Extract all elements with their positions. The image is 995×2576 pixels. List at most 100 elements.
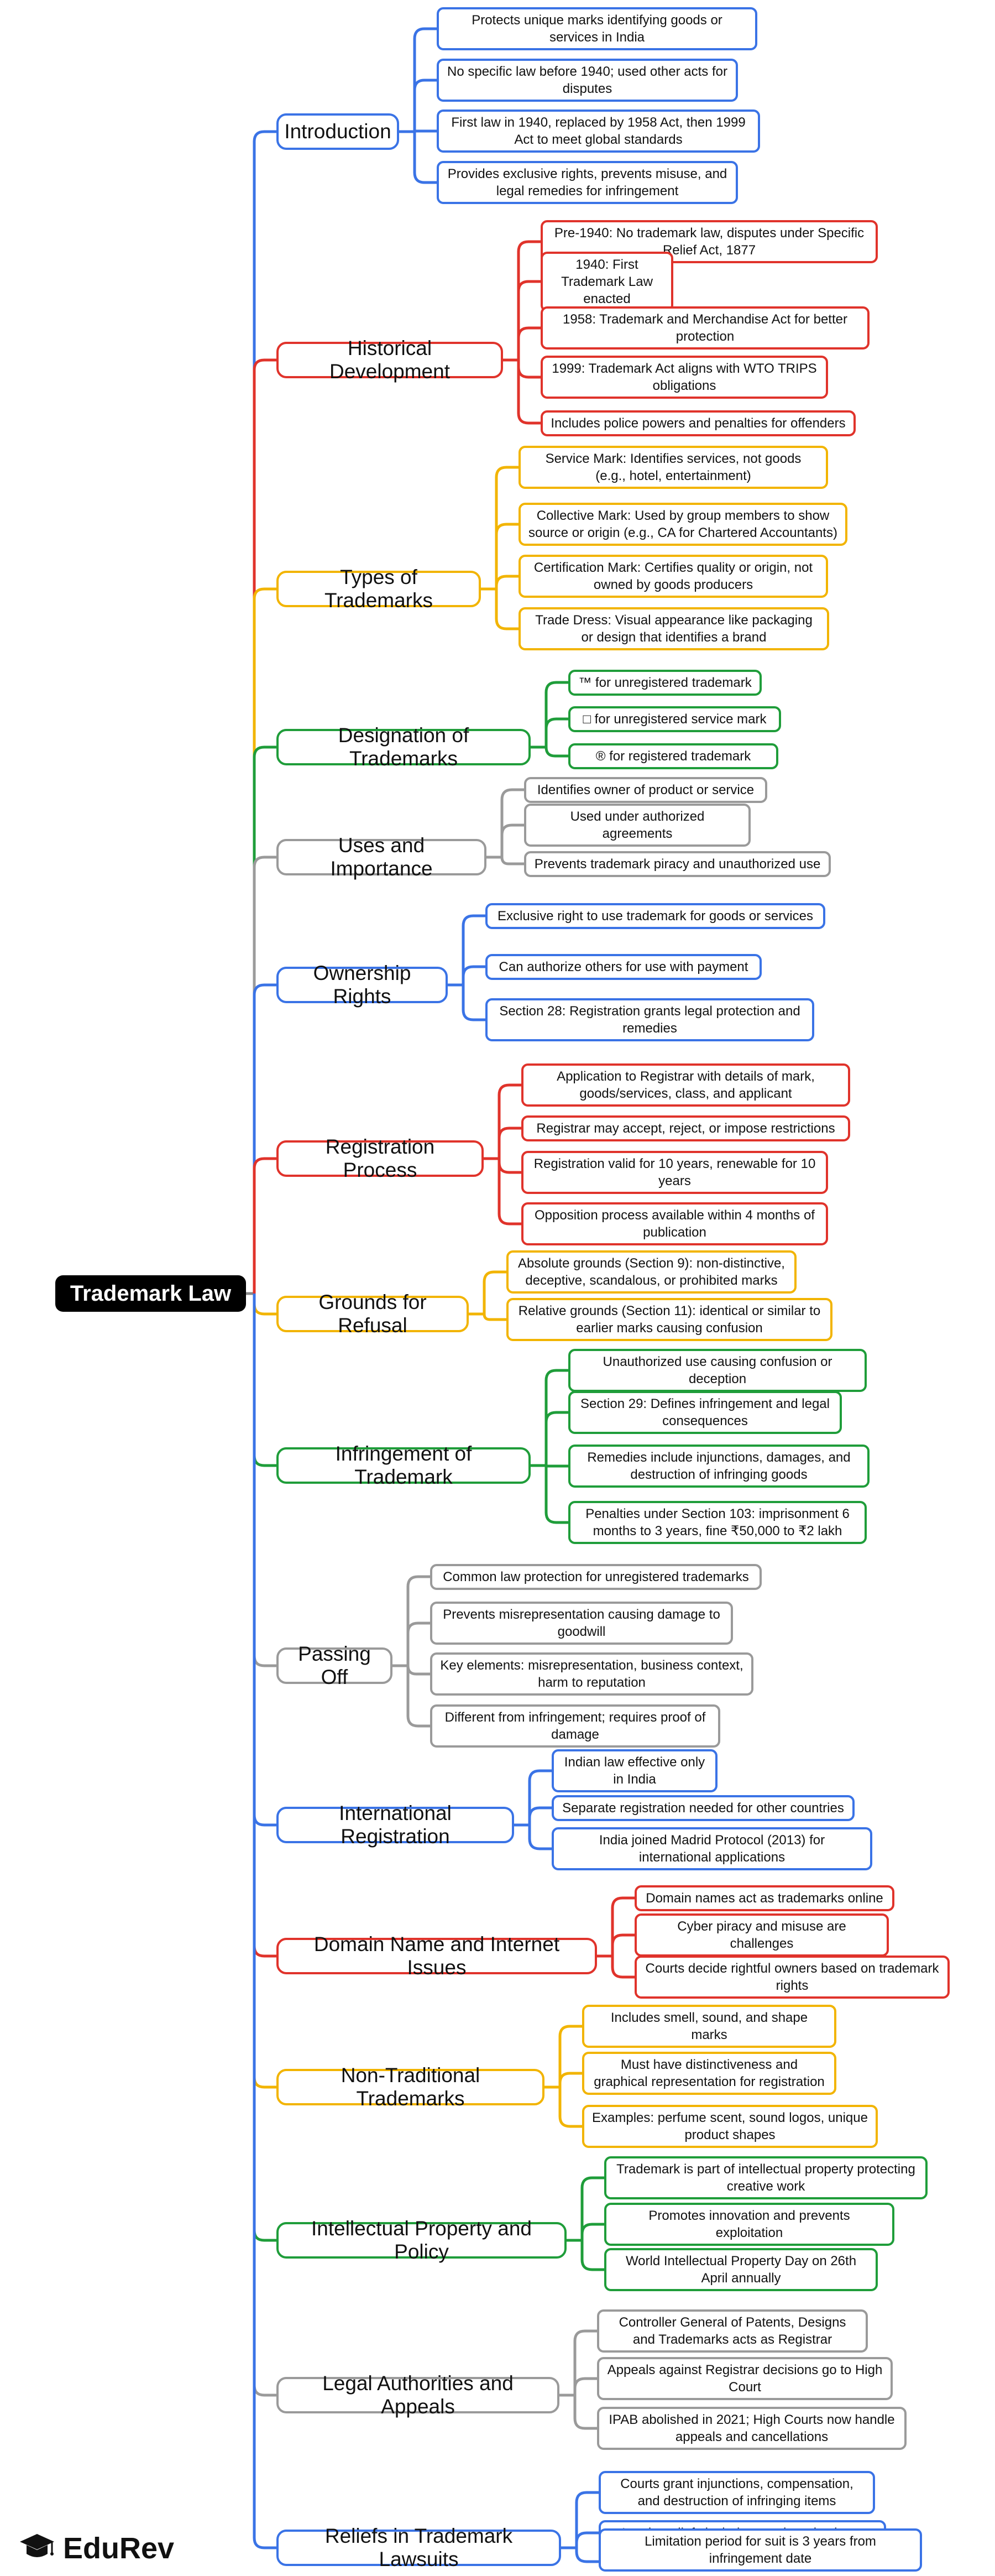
leaf-node: Domain names act as trademarks online: [635, 1885, 894, 1911]
leaf-connector-3-2: [495, 523, 519, 589]
leaf-connector-2-4: [517, 360, 541, 379]
leaf-connector-10-3: [406, 1665, 430, 1676]
leaf-connector-1-2: [413, 79, 437, 132]
branch-designation-of-trademarks: Designation of Trademarks: [276, 724, 531, 770]
leaf-node: India joined Madrid Protocol (2013) for …: [552, 1827, 872, 1870]
leaf-node: Includes police powers and penalties for…: [541, 410, 856, 436]
leaf-connector-4-2: [544, 717, 568, 747]
leaf-node: Examples: perfume scent, sound logos, un…: [582, 2105, 878, 2148]
leaf-connector-13-1: [558, 2025, 582, 2087]
trunk-connector-4: [253, 745, 276, 1294]
leaf-connector-12-2: [611, 1933, 635, 1956]
trunk-connector-9: [253, 1294, 276, 1467]
leaf-node: Remedies include injunctions, damages, a…: [568, 1445, 870, 1488]
trunk-connector-6: [253, 983, 276, 1294]
leaf-connector-12-3: [611, 1956, 635, 1979]
leaf-connector-10-4: [406, 1666, 430, 1728]
leaf-node: Separate registration needed for other c…: [552, 1795, 855, 1821]
trunk-connector-8: [253, 1294, 276, 1316]
leaf-node: Exclusive right to use trademark for goo…: [485, 903, 825, 929]
leaf-node: Section 29: Defines infringement and leg…: [568, 1391, 842, 1434]
leaf-connector-7-4: [498, 1159, 521, 1226]
leaf-connector-14-3: [580, 2240, 604, 2271]
leaf-connector-11-1: [528, 1769, 552, 1825]
leaf-connector-5-1: [500, 788, 524, 857]
leaf-node: Registration valid for 10 years, renewab…: [521, 1151, 828, 1194]
leaf-connector-2-2: [517, 280, 541, 360]
leaf-node: Certification Mark: Certifies quality or…: [519, 555, 828, 598]
leaf-node: Application to Registrar with details of…: [521, 1063, 850, 1107]
branch-historical-development: Historical Development: [276, 337, 503, 383]
leaf-connector-3-3: [495, 575, 519, 589]
leaf-node: Key elements: misrepresentation, busines…: [430, 1652, 753, 1696]
leaf-connector-14-1: [580, 2176, 604, 2240]
branch-intellectual-property-and-policy: Intellectual Property and Policy: [276, 2217, 567, 2263]
leaf-connector-7-3: [498, 1159, 521, 1174]
logo-text: EduRev: [63, 2532, 175, 2565]
trunk-connector-1: [253, 130, 276, 1294]
edurev-logo: EduRev: [19, 2530, 174, 2567]
leaf-node: Service Mark: Identifies services, not g…: [519, 446, 828, 489]
leaf-connector-4-3: [544, 747, 568, 758]
leaf-connector-1-1: [413, 27, 437, 132]
leaf-node: Different from infringement; requires pr…: [430, 1704, 720, 1748]
graduation-cap-icon: [20, 2534, 54, 2557]
leaf-node: Cyber piracy and misuse are challenges: [635, 1913, 889, 1957]
leaf-node: Trade Dress: Visual appearance like pack…: [519, 607, 829, 650]
leaf-node: Unauthorized use causing confusion or de…: [568, 1349, 867, 1392]
leaf-connector-5-2: [500, 823, 524, 857]
leaf-node: Courts grant injunctions, compensation, …: [599, 2471, 875, 2514]
leaf-node: Protects unique marks identifying goods …: [437, 7, 757, 50]
trunk-connector-11: [253, 1294, 276, 1827]
leaf-connector-16-3: [575, 2548, 599, 2563]
leaf-node: First law in 1940, replaced by 1958 Act,…: [437, 109, 760, 153]
leaf-node: Registrar may accept, reject, or impose …: [521, 1115, 850, 1141]
leaf-node: Controller General of Patents, Designs a…: [597, 2309, 868, 2353]
leaf-connector-12-1: [611, 1896, 635, 1956]
leaf-connector-2-5: [517, 360, 541, 425]
branch-passing-off: Passing Off: [276, 1642, 392, 1688]
leaf-connector-7-1: [498, 1083, 521, 1159]
branch-domain-name-and-internet-issues: Domain Name and Internet Issues: [276, 1933, 597, 1979]
leaf-connector-8-1: [483, 1270, 506, 1314]
leaf-connector-5-3: [500, 857, 524, 865]
leaf-node: Relative grounds (Section 11): identical…: [506, 1298, 832, 1341]
leaf-node: Prevents misrepresentation causing damag…: [430, 1602, 733, 1645]
leaf-connector-13-3: [558, 2087, 582, 2128]
leaf-connector-2-1: [517, 240, 541, 360]
leaf-node: Indian law effective only in India: [552, 1749, 718, 1792]
leaf-node: Prevents trademark piracy and unauthoriz…: [524, 851, 831, 877]
leaf-connector-11-3: [528, 1825, 552, 1850]
leaf-connector-13-2: [558, 2072, 582, 2087]
leaf-connector-6-2: [462, 965, 485, 985]
branch-ownership-rights: Ownership Rights: [276, 962, 448, 1008]
leaf-node: ™ for unregistered trademark: [568, 669, 762, 696]
branch-types-of-trademarks: Types of Trademarks: [276, 566, 481, 612]
leaf-connector-9-2: [544, 1411, 568, 1466]
root-node: Trademark Law: [55, 1275, 246, 1312]
trunk-connector-13: [253, 1294, 276, 2089]
leaf-connector-6-1: [462, 914, 485, 985]
trunk-connector-2: [253, 358, 276, 1294]
trunk-connector-5: [253, 856, 276, 1294]
leaf-node: Promotes innovation and prevents exploit…: [604, 2203, 894, 2246]
leaf-connector-1-4: [413, 132, 437, 184]
leaf-node: Trademark is part of intellectual proper…: [604, 2156, 928, 2199]
leaf-node: Common law protection for unregistered t…: [430, 1563, 762, 1590]
leaf-connector-15-3: [573, 2395, 597, 2430]
leaf-node: Penalties under Section 103: imprisonmen…: [568, 1501, 867, 1544]
trunk-connector-14: [253, 1294, 276, 2242]
leaf-node: ® for registered trademark: [568, 743, 778, 769]
leaf-node: 1958: Trademark and Merchandise Act for …: [541, 306, 870, 350]
branch-grounds-for-refusal: Grounds for Refusal: [276, 1291, 469, 1337]
leaf-connector-3-1: [495, 466, 519, 589]
branch-non-traditional-trademarks: Non-Traditional Trademarks: [276, 2064, 544, 2110]
leaf-node: Limitation period for suit is 3 years fr…: [599, 2528, 922, 2572]
branch-registration-process: Registration Process: [276, 1135, 484, 1181]
leaf-node: Opposition process available within 4 mo…: [521, 1202, 828, 1245]
leaf-connector-8-2: [483, 1313, 506, 1321]
leaf-connector-10-1: [406, 1575, 430, 1666]
branch-international-registration: International Registration: [276, 1802, 514, 1848]
leaf-connector-7-2: [498, 1127, 521, 1159]
